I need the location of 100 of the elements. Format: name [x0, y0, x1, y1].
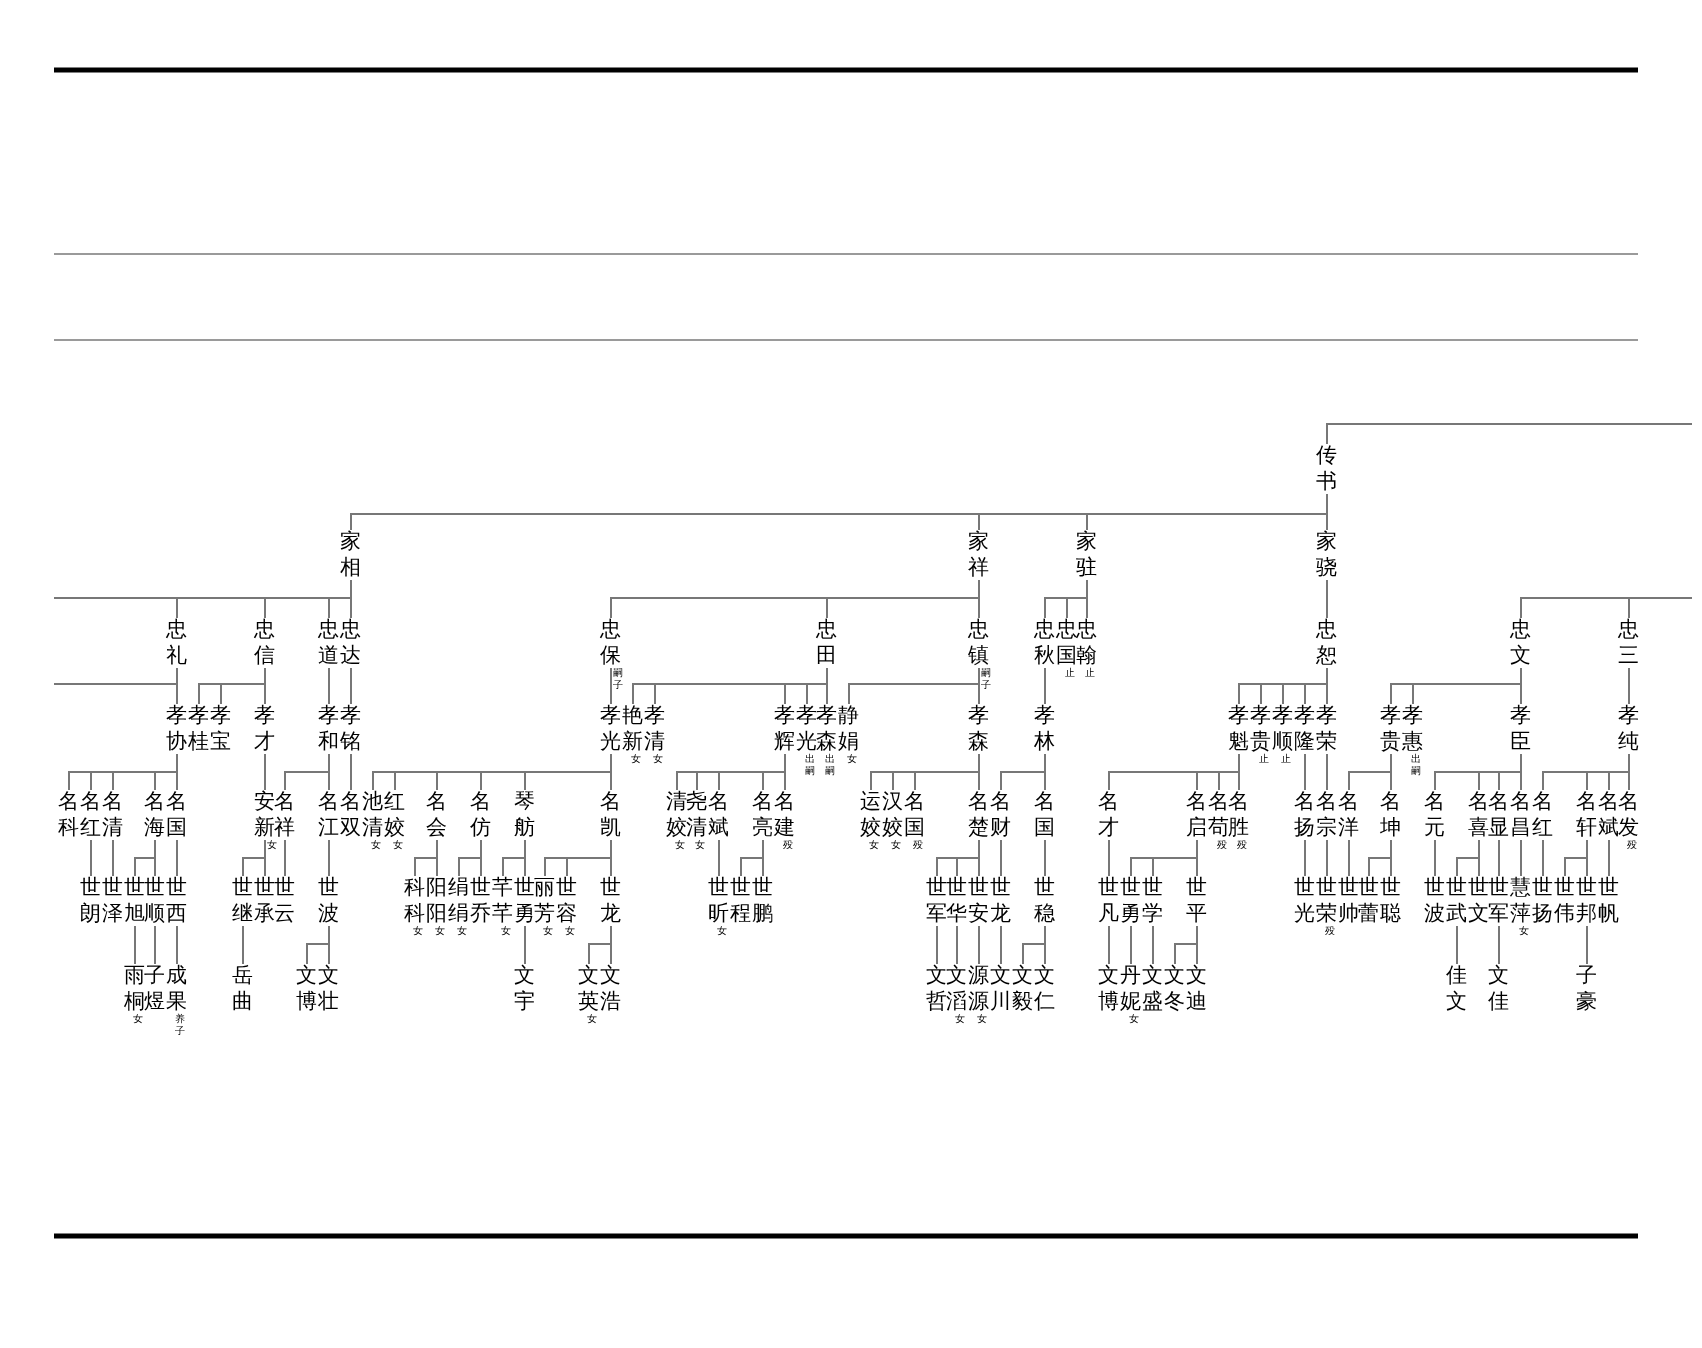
name-label: 世龙: [600, 876, 622, 926]
name-label: 孝顺: [1272, 704, 1294, 753]
connector-line: [1044, 753, 1046, 791]
name-label: 阳阳: [426, 876, 448, 926]
name-label: 名轩: [1576, 790, 1598, 840]
name-label: 名斌: [708, 790, 730, 840]
name-label: 忠文: [1510, 618, 1532, 668]
name-label: 世西: [166, 876, 188, 926]
name-label: 文英: [578, 964, 600, 1014]
name-label: 忠恕: [1316, 618, 1338, 668]
name-label: 世波: [1424, 876, 1446, 926]
name-label: 名昌: [1510, 790, 1532, 840]
connector-line: [1130, 925, 1132, 965]
name-label: 传书: [1316, 444, 1338, 494]
name-label: 文哲: [926, 964, 948, 1014]
name-label: 池清: [362, 790, 384, 840]
name-label: 世容: [556, 876, 578, 926]
connector-line: [610, 667, 612, 705]
connector-line: [1628, 667, 1630, 705]
connector-line: [350, 667, 352, 705]
connector-line: [154, 839, 156, 877]
connector-line: [1348, 839, 1350, 877]
name-label: 孝森: [968, 704, 990, 754]
connector-line: [956, 925, 958, 965]
connector-line: [1326, 667, 1328, 705]
name-label: 世昕: [708, 876, 730, 926]
connector-line: [1196, 925, 1198, 965]
name-label: 世安: [968, 876, 990, 926]
connector-line: [978, 753, 980, 791]
name-label: 孝贵: [1250, 704, 1272, 753]
name-label: 名红: [1532, 790, 1554, 840]
name-label: 孝惠: [1402, 704, 1424, 753]
name-label: 丹妮: [1120, 964, 1142, 1014]
connector-line: [1326, 839, 1328, 877]
name-label: 名凯: [600, 790, 622, 840]
name-label: 名洋: [1338, 790, 1360, 840]
name-label: 名发: [1618, 790, 1640, 840]
connector-line: [826, 667, 828, 705]
name-label: 子豪: [1576, 964, 1598, 1014]
name-label: 世邦: [1576, 876, 1598, 926]
name-label: 子煜: [144, 964, 166, 1014]
name-label: 名江: [318, 790, 340, 840]
connector-line: [176, 667, 178, 705]
name-label: 世荣: [1316, 876, 1338, 926]
connector-line: [1238, 753, 1240, 791]
name-label: 孝贵: [1380, 704, 1402, 754]
name-label: 慧萍: [1510, 876, 1532, 926]
connector-line: [1608, 839, 1610, 877]
connector-line: [90, 839, 92, 877]
name-label: 静娟: [838, 704, 860, 754]
name-label: 忠道: [318, 618, 340, 668]
name-label: 世武: [1446, 876, 1468, 926]
connector-line: [1628, 597, 1693, 619]
name-label: 孝铭: [340, 704, 362, 754]
name-label: 文川: [990, 964, 1012, 1014]
name-label: 名楚: [968, 790, 990, 840]
name-label: 科科: [404, 876, 426, 926]
name-label: 名科: [58, 790, 80, 840]
connector-line: [1000, 839, 1002, 877]
connector-line: [480, 839, 482, 877]
name-label: 孝纯: [1618, 704, 1640, 754]
name-label: 名扬: [1294, 790, 1316, 840]
name-label: 世继: [232, 876, 254, 926]
name-label: 琴舫: [514, 790, 536, 840]
name-label: 名仿: [470, 790, 492, 840]
connector-line: [264, 753, 266, 791]
connector-line: [1000, 925, 1002, 965]
name-label: 孝林: [1034, 704, 1056, 754]
connector-line: [242, 925, 244, 965]
name-label: 佳文: [1446, 964, 1468, 1014]
name-label: 世勇: [1120, 876, 1142, 926]
name-label: 文博: [1098, 964, 1120, 1014]
name-label: 孝魁: [1228, 704, 1250, 754]
name-label: 家相: [340, 530, 362, 580]
connector-line: [436, 839, 438, 877]
name-label: 红姣: [384, 790, 406, 840]
connector-line: [1044, 925, 1046, 965]
connector-line: [328, 839, 330, 877]
name-label: 名祥: [274, 790, 296, 840]
name-label: 文壮: [318, 964, 340, 1014]
name-label: 世勇: [514, 876, 536, 926]
name-label: 世龙: [990, 876, 1012, 926]
connector-line: [350, 753, 352, 791]
name-label: 名建: [774, 790, 796, 840]
name-label: 文博: [296, 964, 318, 1014]
connector-line: [762, 839, 764, 877]
connector-line: [328, 753, 330, 791]
connector-line: [1542, 839, 1544, 877]
connector-line: [1152, 925, 1154, 965]
connector-line: [610, 753, 612, 791]
name-label: 雨桐: [124, 964, 146, 1014]
connector-line: [718, 839, 720, 877]
name-label: 世学: [1142, 876, 1164, 926]
name-label: 世华: [946, 876, 968, 926]
name-label: 名国: [904, 790, 926, 840]
name-label: 世光: [1294, 876, 1316, 926]
name-label: 世军: [926, 876, 948, 926]
name-label: 世顺: [144, 876, 166, 926]
name-label: 尧清: [686, 790, 708, 840]
name-label: 世旭: [124, 876, 146, 926]
